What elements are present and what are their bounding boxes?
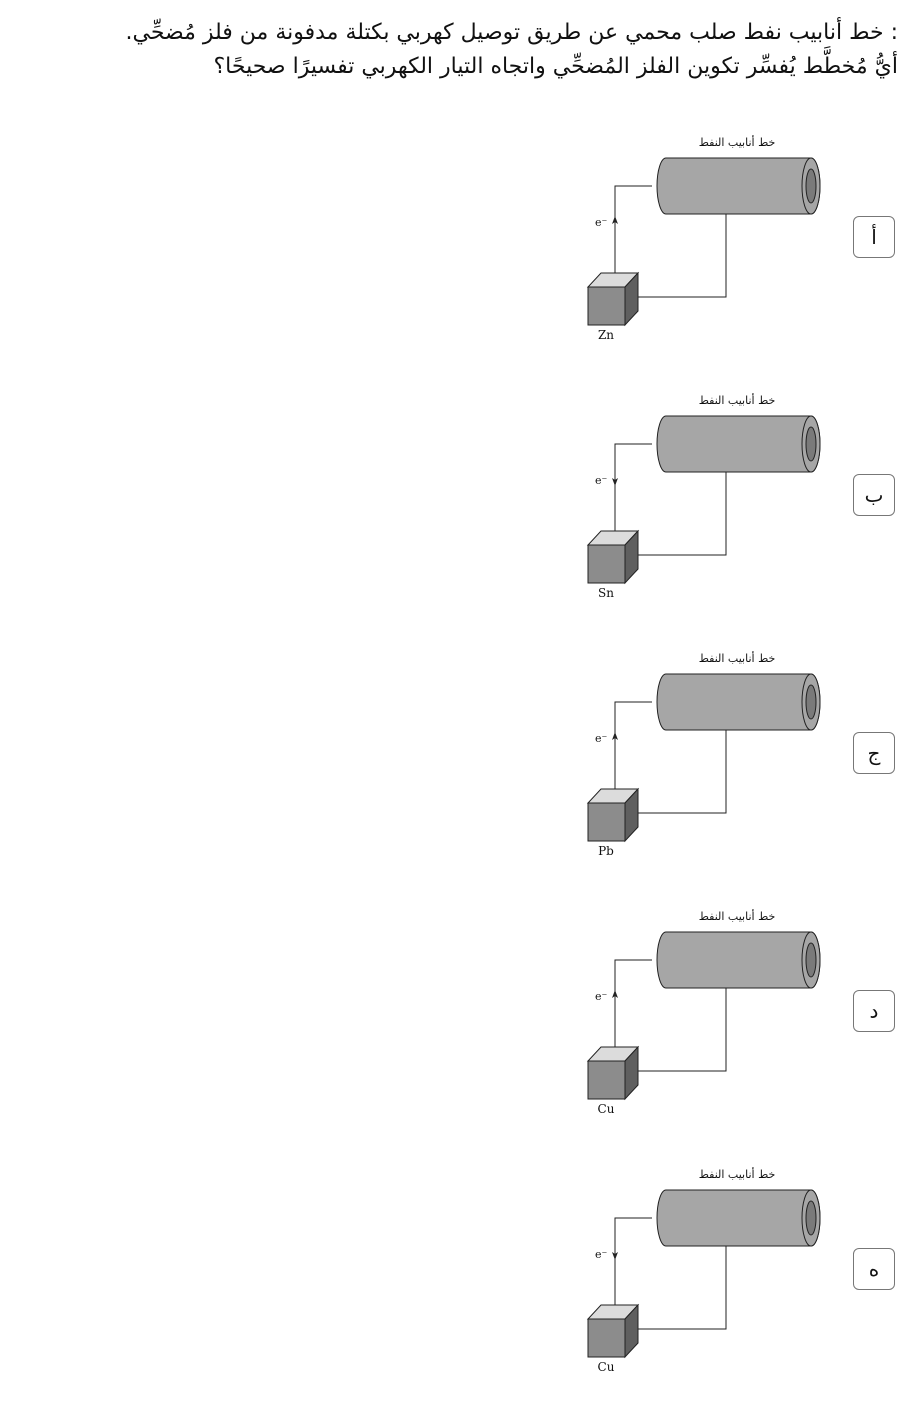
pipe-label: خط أنابيب النفط (699, 1167, 776, 1181)
option-d-diagram: خط أنابيب النفط e⁻ Cu (586, 909, 821, 1116)
pipe (656, 931, 821, 989)
metal-label: Pb (598, 844, 614, 858)
pipe-label: خط أنابيب النفط (699, 135, 776, 149)
question-text: : خط أنابيب نفط صلب محمي عن طريق توصيل ك… (18, 16, 898, 84)
option-a: خط أنابيب النفط e⁻ Zn أ (0, 130, 918, 370)
metal-label: Zn (598, 328, 614, 342)
pipe (656, 673, 821, 731)
choice-button-a[interactable]: أ (853, 216, 895, 258)
electron-label: e⁻ (595, 474, 608, 487)
electron-arrow (612, 1252, 618, 1260)
electron-arrow (612, 216, 618, 224)
pipe-label: خط أنابيب النفط (699, 909, 776, 923)
metal-block (586, 787, 640, 843)
metal-label: Cu (598, 1360, 615, 1374)
choice-button-e[interactable]: ه (853, 1248, 895, 1290)
pipe-label: خط أنابيب النفط (699, 393, 776, 407)
option-d: خط أنابيب النفط e⁻ Cu د (0, 904, 918, 1144)
wire-left (614, 959, 652, 1047)
pipe (656, 157, 821, 215)
metal-block (586, 271, 640, 327)
electron-arrow (612, 990, 618, 998)
pipe (656, 415, 821, 473)
option-a-diagram: خط أنابيب النفط e⁻ Zn (586, 135, 821, 342)
option-b: خط أنابيب النفط e⁻ Sn ب (0, 388, 918, 628)
metal-label: Cu (598, 1102, 615, 1116)
choice-button-c[interactable]: ج (853, 732, 895, 774)
wire-right (638, 730, 727, 814)
option-e: خط أنابيب النفط e⁻ Cu ه (0, 1162, 918, 1402)
metal-block (586, 1303, 640, 1359)
option-b-diagram: خط أنابيب النفط e⁻ Sn (586, 393, 821, 600)
wire-left (614, 1217, 652, 1305)
choice-button-d[interactable]: د (853, 990, 895, 1032)
option-c: خط أنابيب النفط e⁻ Pb ج (0, 646, 918, 886)
electron-label: e⁻ (595, 990, 608, 1003)
pipe-label: خط أنابيب النفط (699, 651, 776, 665)
wire-right (638, 1246, 727, 1330)
wire-right (638, 214, 727, 298)
choice-button-b[interactable]: ب (853, 474, 895, 516)
wire-right (638, 988, 727, 1072)
wire-left (614, 185, 652, 273)
electron-arrow (612, 732, 618, 740)
electron-label: e⁻ (595, 216, 608, 229)
wire-left (614, 443, 652, 531)
question-line-1: : خط أنابيب نفط صلب محمي عن طريق توصيل ك… (125, 20, 898, 45)
wire-right (638, 472, 727, 556)
electron-label: e⁻ (595, 732, 608, 745)
option-c-diagram: خط أنابيب النفط e⁻ Pb (586, 651, 821, 858)
option-e-diagram: خط أنابيب النفط e⁻ Cu (586, 1167, 821, 1374)
question-line-2: أيُّ مُخطَّط يُفسِّر تكوين الفلز المُضحِ… (213, 54, 898, 79)
metal-block (586, 529, 640, 585)
metal-label: Sn (598, 586, 614, 600)
electron-arrow (612, 478, 618, 486)
wire-left (614, 701, 652, 789)
metal-block (586, 1045, 640, 1101)
electron-label: e⁻ (595, 1248, 608, 1261)
pipe (656, 1189, 821, 1247)
